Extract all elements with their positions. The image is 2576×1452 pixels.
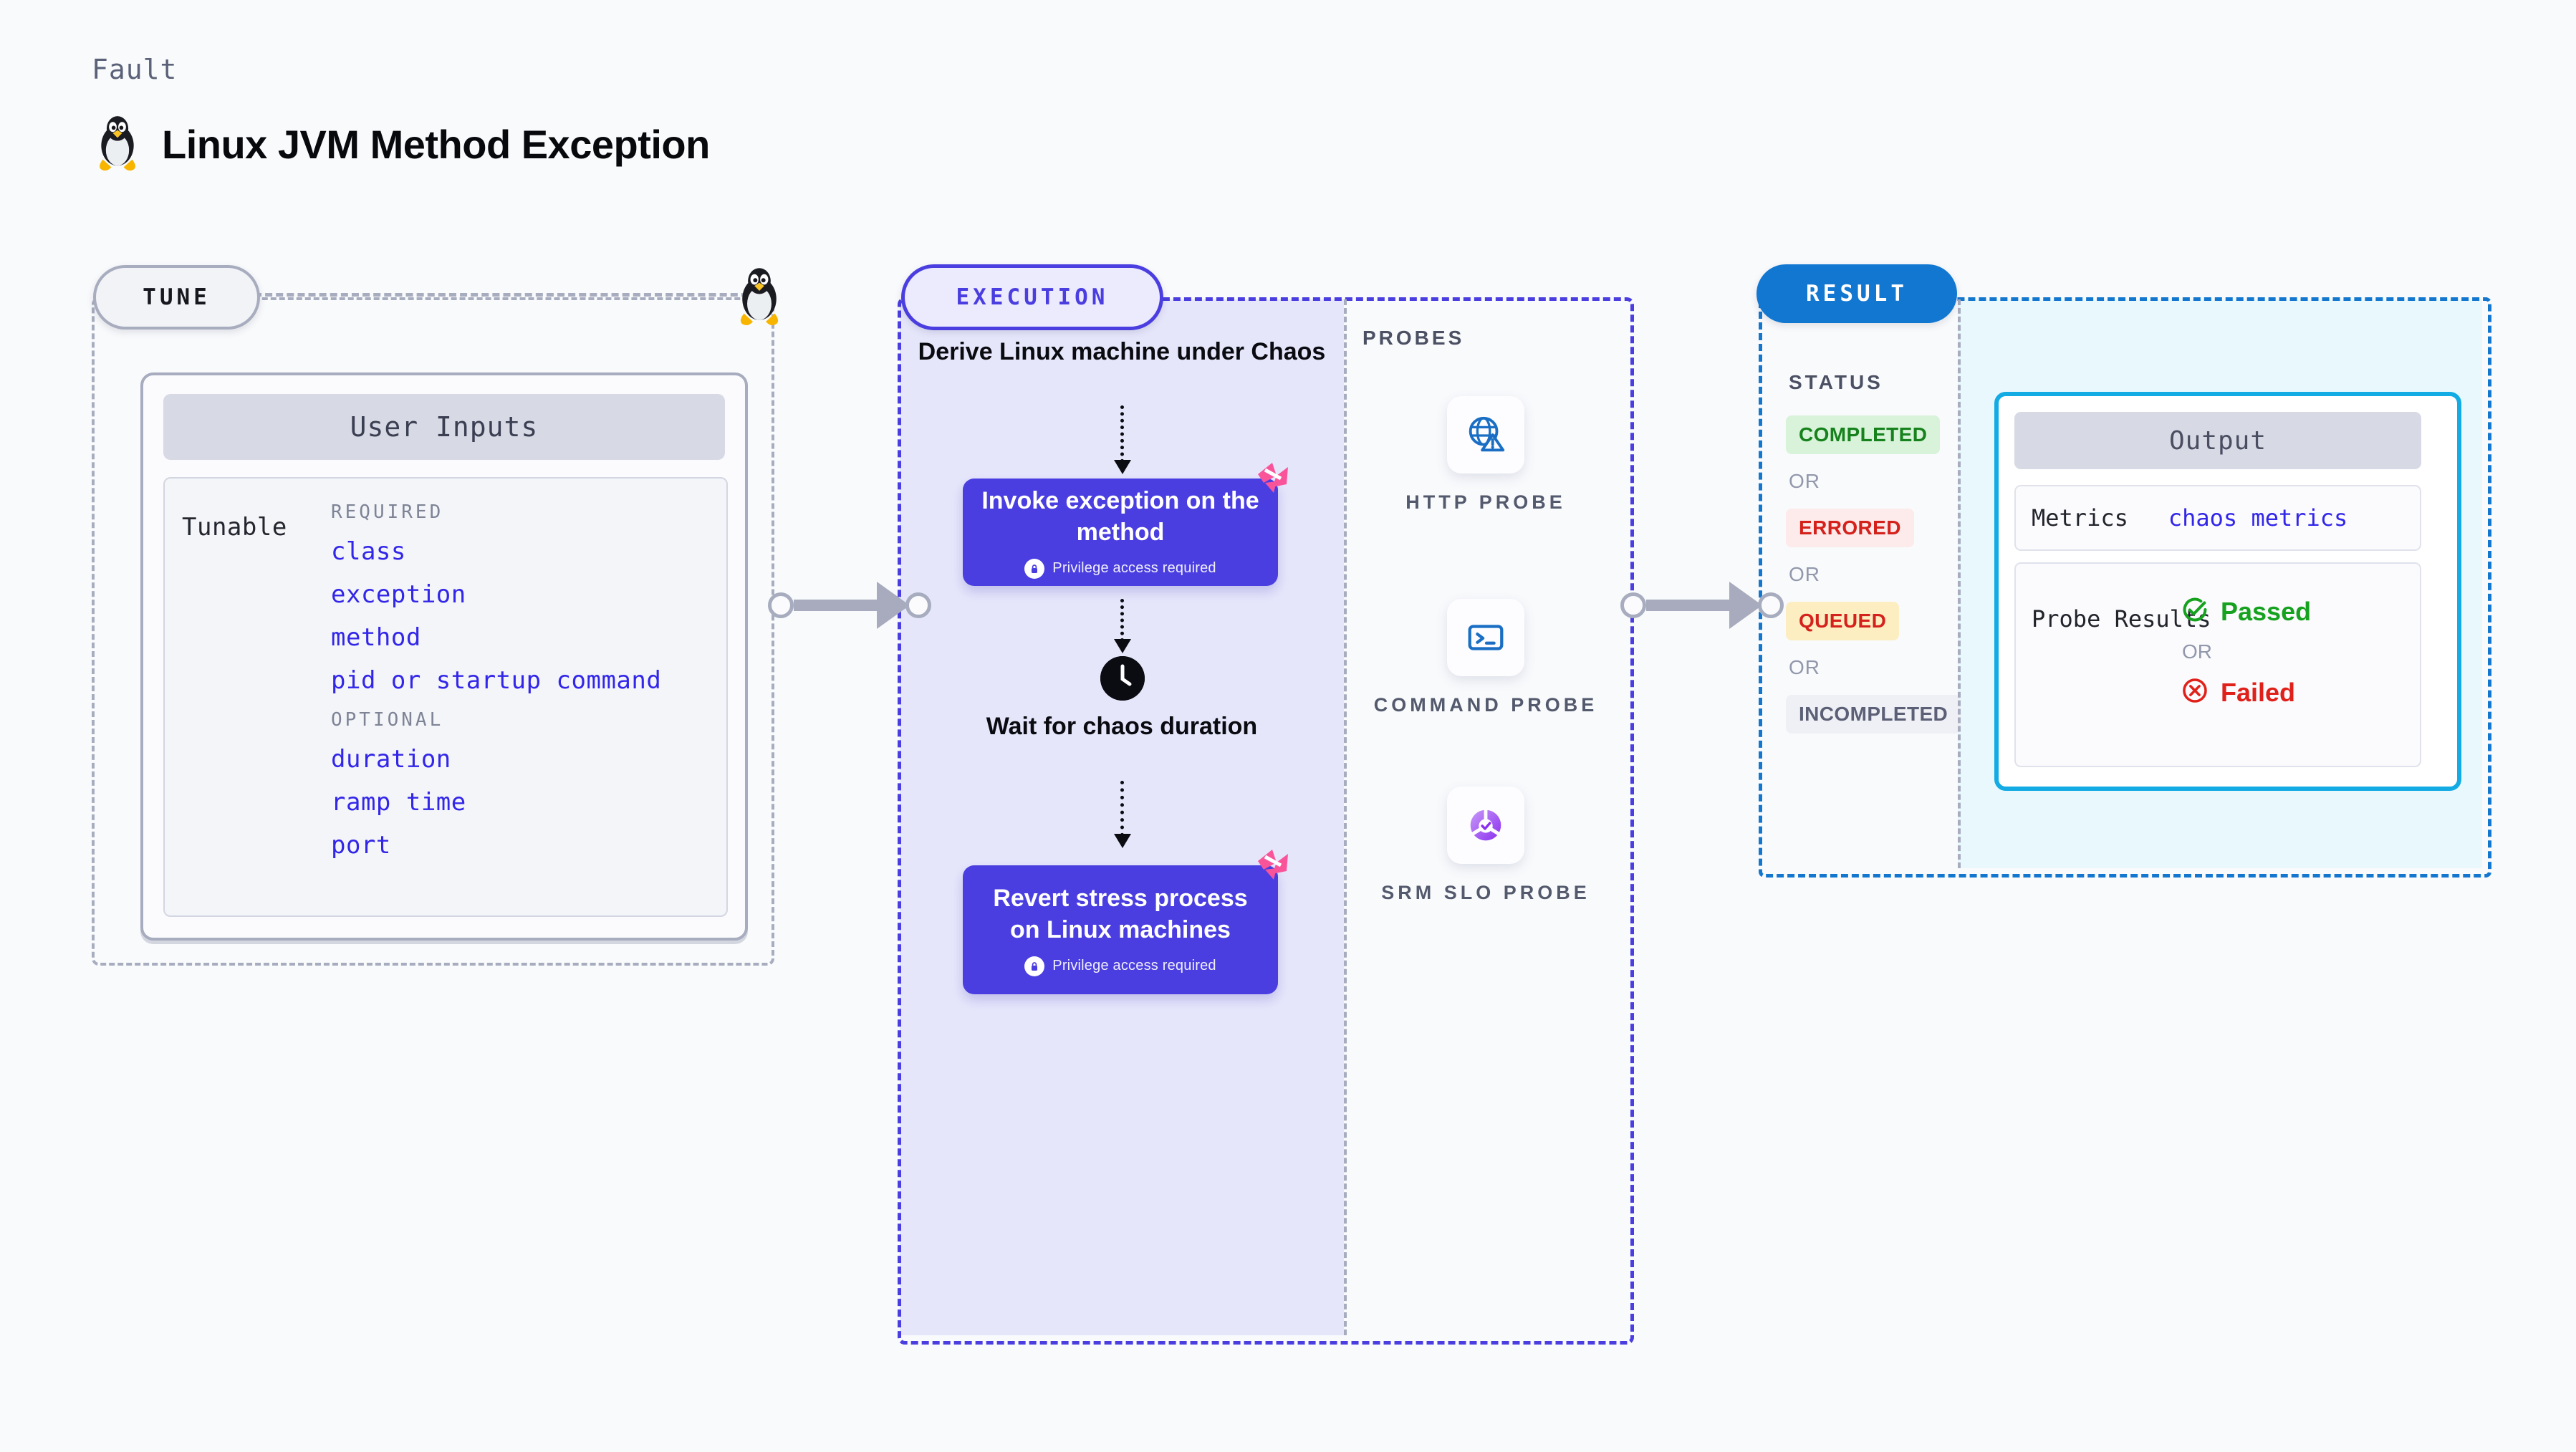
status-label: STATUS	[1789, 371, 1883, 393]
execution-step-revert[interactable]: Revert stress process on Linux machines …	[963, 850, 1288, 994]
probe-label: COMMAND PROBE	[1373, 694, 1598, 716]
execution-badge[interactable]: EXECUTION	[901, 264, 1163, 330]
connector-dot-icon	[1758, 592, 1784, 618]
status-badge-errored: ERRORED	[1786, 509, 1914, 547]
privilege-note: Privilege access required	[1024, 558, 1216, 579]
probe-item-command[interactable]: COMMAND PROBE	[1347, 599, 1625, 718]
probe-item-srm-slo[interactable]: SRM SLO PROBE	[1347, 787, 1625, 905]
connector-dot-icon	[1620, 592, 1646, 618]
x-circle-icon	[2181, 676, 2209, 708]
execution-step-invoke[interactable]: Invoke exception on the method Privilege…	[963, 463, 1288, 586]
output-card: Output Metrics chaos metrics Probe Resul…	[1994, 392, 2461, 791]
probe-result-failed: Failed	[2181, 676, 2311, 708]
connector-dot-icon	[768, 592, 794, 618]
tune-dashed-connector	[254, 293, 759, 297]
or-separator: OR	[1789, 656, 1820, 678]
tunable-list: REQUIRED class exception method pid or s…	[331, 494, 718, 874]
srm-slo-icon	[1447, 787, 1524, 864]
connector-bar	[1646, 600, 1731, 611]
status-badge-completed: COMPLETED	[1786, 415, 1941, 454]
chaos-logo-icon	[1255, 848, 1291, 881]
page-title-row: Linux JVM Method Exception	[92, 115, 710, 173]
tunable-item[interactable]: ramp time	[331, 788, 466, 817]
probe-results-key: Probe Results	[2032, 605, 2211, 633]
metrics-row: Metrics chaos metrics	[2014, 485, 2421, 551]
result-badge[interactable]: RESULT	[1756, 264, 1957, 323]
execution-content: Derive Linux machine under Chaos Invoke …	[900, 299, 1344, 1335]
tunable-item[interactable]: pid or startup command	[331, 666, 662, 695]
or-separator: OR	[1789, 470, 1820, 492]
tune-panel	[92, 297, 774, 966]
action-label: Invoke exception on the method	[981, 487, 1259, 546]
or-separator: OR	[1789, 563, 1820, 585]
execution-step-derive: Derive Linux machine under Chaos	[918, 338, 1326, 365]
probe-result-passed: Passed	[2181, 595, 2311, 628]
output-title: Output	[2014, 412, 2421, 469]
metrics-key: Metrics	[2032, 504, 2128, 532]
connector-bar	[794, 600, 878, 611]
probe-label: HTTP PROBE	[1405, 491, 1566, 513]
status-badge-incompleted: INCOMPLETED	[1786, 695, 1961, 734]
probe-passed-label: Passed	[2221, 596, 2312, 626]
probes-label: PROBES	[1363, 327, 1465, 349]
tunable-label: Tunable	[182, 513, 287, 542]
tunable-item[interactable]: class	[331, 537, 406, 566]
linux-penguin-icon	[92, 115, 143, 173]
page-title: Linux JVM Method Exception	[162, 121, 710, 167]
lock-icon	[1024, 956, 1045, 976]
user-inputs-card: User Inputs Tunable REQUIRED class excep…	[140, 372, 748, 941]
privilege-note-text: Privilege access required	[1052, 958, 1216, 974]
status-badge-queued: QUEUED	[1786, 602, 1900, 640]
metrics-value[interactable]: chaos metrics	[2168, 504, 2348, 532]
probes-content: PROBES HTTP PROBE COMMAND PROBE	[1347, 299, 1625, 1335]
connector-tune-to-execution	[768, 573, 931, 638]
tunable-item[interactable]: duration	[331, 745, 451, 774]
tunable-box: Tunable REQUIRED class exception method …	[163, 477, 728, 917]
linux-node-icon	[732, 266, 787, 328]
or-separator: OR	[2182, 640, 2212, 663]
execution-step-wait: Wait for chaos duration	[986, 713, 1258, 740]
connector-dot-icon	[905, 592, 931, 618]
terminal-icon	[1447, 599, 1524, 676]
group-heading-required: REQUIRED	[331, 501, 444, 523]
tunable-item[interactable]: method	[331, 623, 421, 652]
privilege-note-text: Privilege access required	[1052, 560, 1216, 577]
page-eyebrow: Fault	[92, 54, 178, 85]
status-list: COMPLETED OR ERRORED OR QUEUED OR INCOMP…	[1786, 415, 1961, 734]
flow-arrow-icon	[1114, 781, 1131, 848]
probe-failed-label: Failed	[2221, 677, 2296, 707]
result-status-output-divider	[1958, 299, 1961, 868]
tune-badge[interactable]: TUNE	[93, 265, 260, 330]
tunable-item[interactable]: port	[331, 831, 391, 860]
connector-execution-to-result	[1620, 573, 1784, 638]
flow-arrow-icon	[1114, 599, 1131, 653]
clock-icon	[1100, 656, 1145, 701]
group-heading-optional: OPTIONAL	[331, 709, 444, 731]
execution-probes-divider	[1344, 299, 1347, 1335]
check-circle-icon	[2181, 595, 2209, 628]
connector-arrowhead-icon	[1729, 582, 1762, 629]
execution-probes-panel	[898, 297, 1634, 1345]
chaos-logo-icon	[1255, 461, 1291, 494]
privilege-note: Privilege access required	[1024, 956, 1216, 976]
connector-arrowhead-icon	[877, 582, 910, 629]
lock-icon	[1024, 558, 1045, 579]
globe-warning-icon	[1447, 396, 1524, 473]
user-inputs-title: User Inputs	[163, 394, 725, 460]
probe-results-row: Probe Results Passed OR	[2014, 562, 2421, 767]
action-label: Revert stress process on Linux machines	[993, 885, 1248, 943]
probe-item-http[interactable]: HTTP PROBE	[1347, 396, 1625, 515]
probe-results-values: Passed OR Failed	[2181, 595, 2311, 708]
flow-arrow-icon	[1114, 405, 1131, 474]
tunable-item[interactable]: exception	[331, 580, 466, 609]
probe-label: SRM SLO PROBE	[1381, 882, 1590, 903]
